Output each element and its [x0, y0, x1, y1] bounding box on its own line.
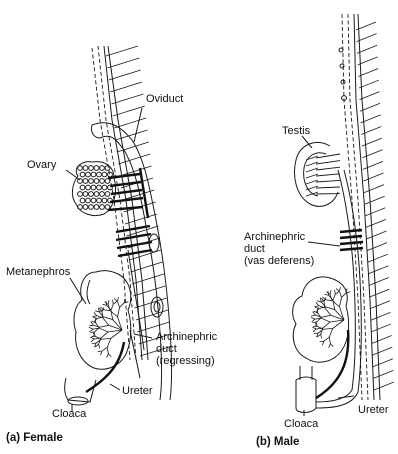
- label-archinephric-male-2: duct: [244, 243, 265, 255]
- label-archinephric-male-1: Archinephric: [244, 231, 305, 243]
- label-ureter-male: Ureter: [358, 404, 389, 416]
- label-oviduct: Oviduct: [146, 93, 183, 105]
- testis: [295, 142, 340, 206]
- label-archinephric-male-3: (vas deferens): [244, 255, 314, 267]
- female-cloaca: [65, 378, 96, 405]
- male-ureter: [316, 330, 348, 398]
- label-archinephric-female-2: duct: [156, 343, 177, 355]
- ovary: [72, 162, 148, 218]
- label-testis: Testis: [282, 125, 310, 137]
- label-ovary: Ovary: [27, 159, 56, 171]
- male-cloaca: [296, 366, 316, 413]
- label-archinephric-female-3: (regressing): [156, 355, 215, 367]
- female-metanephros: [74, 271, 131, 370]
- caption-male: (b) Male: [256, 436, 299, 448]
- caption-female: (a) Female: [6, 432, 63, 444]
- label-cloaca-female: Cloaca: [52, 408, 86, 420]
- label-archinephric-female-1: Archinephric: [156, 331, 217, 343]
- label-metanephros: Metanephros: [6, 266, 70, 278]
- male-metanephros: [293, 277, 351, 362]
- male-panel: [293, 14, 394, 416]
- label-ureter-female: Ureter: [122, 385, 153, 397]
- label-cloaca-male: Cloaca: [284, 418, 318, 430]
